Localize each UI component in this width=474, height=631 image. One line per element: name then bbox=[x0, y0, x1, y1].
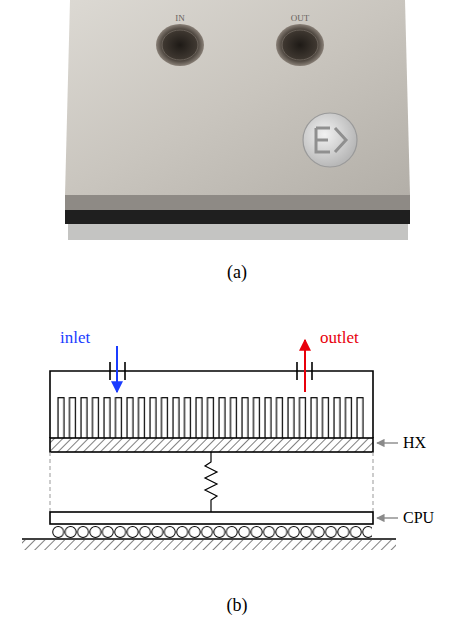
inlet-port bbox=[156, 24, 204, 66]
outlet-port bbox=[276, 24, 324, 66]
logo-mark bbox=[316, 128, 346, 152]
cpu-leader bbox=[377, 517, 398, 518]
water-block-photo bbox=[65, 0, 410, 240]
panel-label: (a) bbox=[227, 263, 247, 281]
part-label: CPU bbox=[403, 510, 434, 526]
flow-label: outlet bbox=[320, 329, 359, 346]
block-front bbox=[65, 195, 410, 210]
port-thread bbox=[162, 30, 198, 60]
logo-badge bbox=[303, 113, 357, 167]
outlet-pipe bbox=[311, 362, 313, 380]
block-gasket bbox=[65, 210, 410, 224]
schematic bbox=[22, 340, 398, 550]
housing-outline bbox=[50, 371, 373, 438]
spring bbox=[205, 452, 217, 512]
inlet-pipe bbox=[124, 362, 126, 380]
inlet-pipe bbox=[109, 362, 111, 380]
block-top-face bbox=[65, 0, 410, 195]
guide-line bbox=[373, 452, 374, 512]
cpu-plate bbox=[50, 512, 373, 524]
hx-plate bbox=[50, 438, 373, 452]
part-label: HX bbox=[403, 435, 426, 451]
outlet-arrow bbox=[304, 340, 306, 392]
fins bbox=[56, 397, 367, 438]
hx-leader bbox=[377, 442, 398, 443]
inlet-arrow bbox=[116, 346, 118, 392]
ground-line bbox=[22, 538, 396, 540]
port-engraving: OUT bbox=[291, 14, 310, 23]
flow-label: inlet bbox=[60, 329, 90, 346]
panel-label: (b) bbox=[227, 596, 248, 614]
ground-hatch bbox=[22, 540, 396, 550]
port-engraving: IN bbox=[175, 14, 185, 23]
block-base-plate bbox=[68, 224, 408, 240]
outlet-pipe bbox=[296, 362, 298, 380]
guide-line bbox=[50, 452, 51, 512]
port-thread bbox=[282, 30, 318, 60]
hx-plate-ground bbox=[50, 438, 373, 452]
rollers bbox=[52, 525, 372, 539]
